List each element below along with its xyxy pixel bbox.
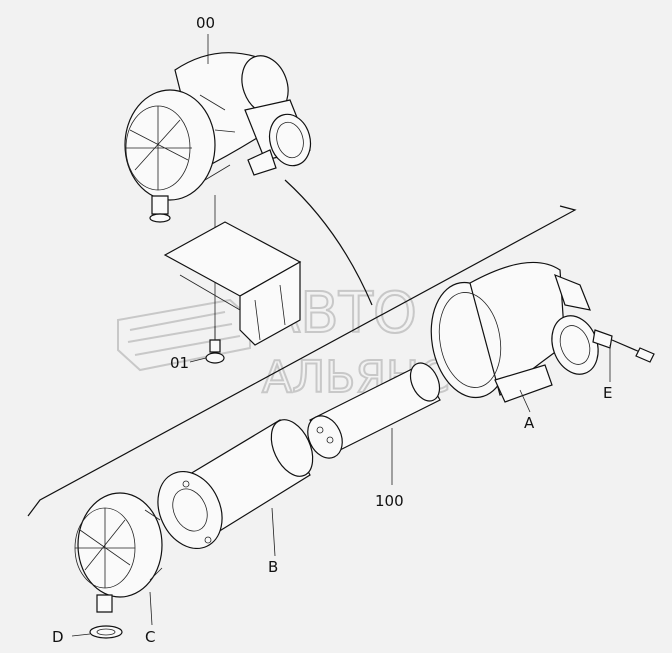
air-cleaner-assembly [124,52,312,223]
air-cleaner-housing [430,261,599,403]
label-bracket: 01 [170,354,189,372]
leader-a [519,389,531,413]
label-assembly: 00 [196,14,215,32]
watermark-logo [117,298,251,372]
safety-filter-element [307,362,441,485]
mounting-bracket [163,221,302,346]
exploded-view-boundary [27,205,577,517]
label-element-b: B [268,558,278,576]
leader-main-to-exploded [284,179,373,306]
leader-bracket [189,357,207,363]
label-cover-c: C [145,628,155,646]
main-filter-element [157,419,314,557]
end-cover [74,492,163,626]
label-filter-element: 100 [375,492,404,510]
label-sensor-e: E [603,384,612,402]
label-clamp-a: A [524,414,535,432]
dust-valve [71,625,123,639]
bolt [205,326,225,364]
restriction-sensor [592,329,655,382]
label-valve-d: D [52,628,64,646]
